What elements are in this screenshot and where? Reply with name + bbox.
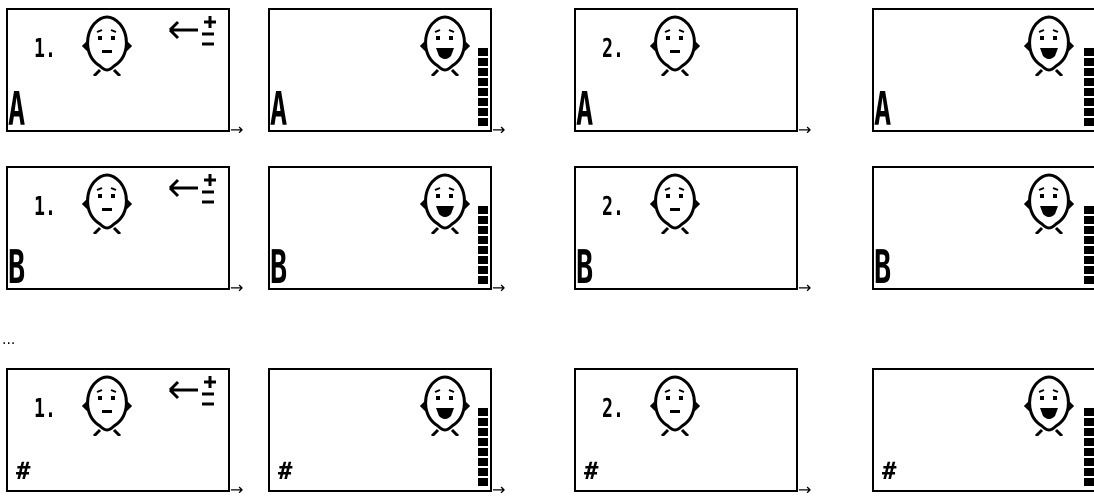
lcd-screen-step-2: 2. # <box>574 368 798 492</box>
lcd-screen-confirm-2: A <box>872 8 1094 132</box>
next-arrow: → <box>492 280 505 296</box>
neutral-face-icon <box>648 372 702 436</box>
step-number: 1. <box>34 34 56 64</box>
neutral-face-icon <box>80 372 134 436</box>
signal-level-bar <box>1084 206 1094 290</box>
arrow-left-plus-minus-icon <box>168 172 220 208</box>
next-arrow: → <box>230 280 243 296</box>
input-character: B <box>8 244 25 290</box>
input-character: A <box>874 86 891 132</box>
lcd-screen-step-2: 2. A <box>574 8 798 132</box>
input-character: B <box>874 244 891 290</box>
input-character: A <box>270 86 287 132</box>
smiling-face-icon <box>418 372 472 436</box>
next-arrow: → <box>798 280 811 296</box>
signal-level-bar <box>1084 48 1094 132</box>
signal-level-bar <box>478 206 488 290</box>
input-character: # <box>584 458 598 484</box>
neutral-face-icon <box>80 170 134 234</box>
lcd-screen-confirm-2: # <box>872 368 1094 492</box>
step-number: 2. <box>602 192 624 222</box>
lcd-screen-confirm-1: A <box>268 8 492 132</box>
lcd-screen-step-1: 1. A <box>6 8 230 132</box>
next-arrow: → <box>492 482 505 498</box>
lcd-screen-step-2: 2. B <box>574 166 798 290</box>
smiling-face-icon <box>1022 170 1076 234</box>
input-character: A <box>576 86 593 132</box>
smiling-face-icon <box>1022 12 1076 76</box>
input-character: # <box>882 458 896 484</box>
next-arrow: → <box>492 122 505 138</box>
signal-level-bar <box>478 408 488 492</box>
input-character: A <box>8 86 25 132</box>
arrow-left-plus-minus-icon <box>168 374 220 410</box>
next-arrow: → <box>230 482 243 498</box>
neutral-face-icon <box>80 12 134 76</box>
lcd-screen-step-1: 1. B <box>6 166 230 290</box>
arrow-left-plus-minus-icon <box>168 14 220 50</box>
input-character: B <box>576 244 593 290</box>
sequence-row-b: 1. B → B → <box>0 166 1094 298</box>
signal-level-bar <box>478 48 488 132</box>
signal-level-bar <box>1084 408 1094 492</box>
lcd-screen-confirm-2: B <box>872 166 1094 290</box>
smiling-face-icon <box>418 170 472 234</box>
sequence-row-hash: 1. # → # → <box>0 368 1094 500</box>
lcd-screen-confirm-1: # <box>268 368 492 492</box>
smiling-face-icon <box>1022 372 1076 436</box>
next-arrow: → <box>798 482 811 498</box>
step-number: 1. <box>34 192 56 222</box>
input-character: # <box>278 458 292 484</box>
step-number: 2. <box>602 394 624 424</box>
step-number: 1. <box>34 394 56 424</box>
lcd-screen-step-1: 1. # <box>6 368 230 492</box>
input-character: # <box>16 458 30 484</box>
step-number: 2. <box>602 34 624 64</box>
smiling-face-icon <box>418 12 472 76</box>
sequence-row-a: 1. A → A <box>0 8 1094 140</box>
neutral-face-icon <box>648 170 702 234</box>
input-character: B <box>270 244 287 290</box>
next-arrow: → <box>798 122 811 138</box>
lcd-screen-confirm-1: B <box>268 166 492 290</box>
more-sequences-ellipsis: ... <box>2 332 15 348</box>
next-arrow: → <box>230 122 243 138</box>
neutral-face-icon <box>648 12 702 76</box>
